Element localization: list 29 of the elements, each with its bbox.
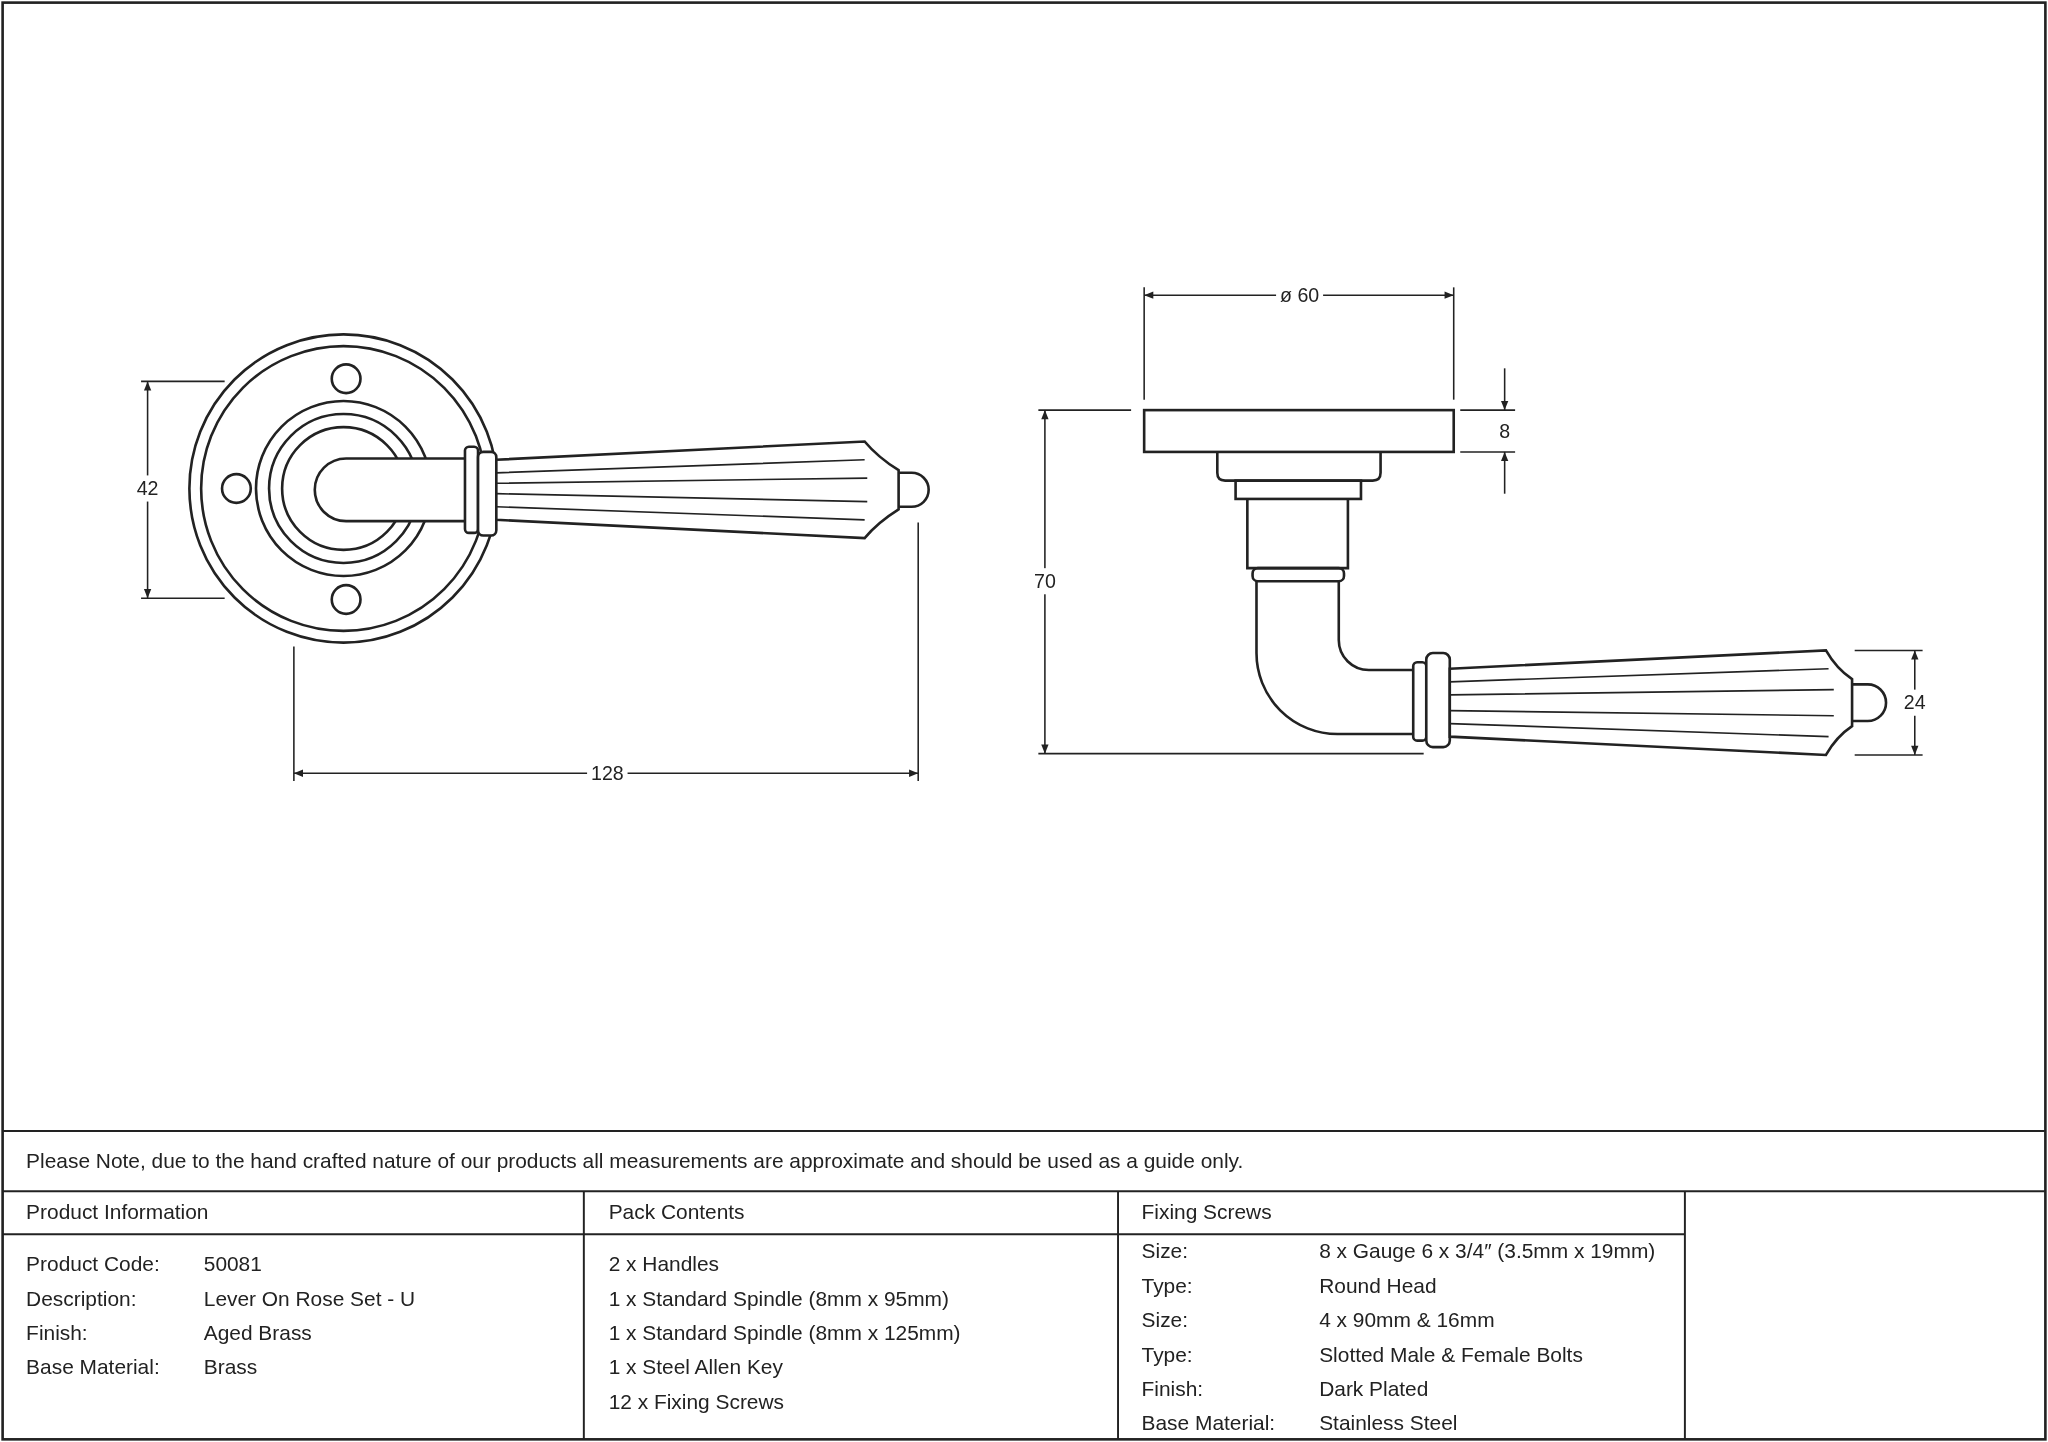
table-heading: Product Information xyxy=(26,1199,209,1225)
field-value: Round Head xyxy=(1319,1273,1437,1299)
field-value: Dark Plated xyxy=(1319,1376,1429,1403)
table-heading: Fixing Screws xyxy=(1141,1199,1272,1225)
field-value: Lever On Rose Set - U xyxy=(203,1286,416,1313)
list-item: 12 x Fixing Screws xyxy=(608,1390,784,1416)
table-heading: Pack Contents xyxy=(608,1199,745,1225)
field-label: Base Material: xyxy=(26,1354,160,1380)
field-label: Size: xyxy=(1141,1238,1188,1264)
field-value: Brass xyxy=(203,1354,258,1380)
field-label: Type: xyxy=(1141,1343,1193,1369)
field-label: Finish: xyxy=(1141,1376,1204,1403)
list-item: 1 x Steel Allen Key xyxy=(608,1354,783,1380)
field-label: Finish: xyxy=(26,1320,88,1346)
list-item: 1 x Standard Spindle (8mm x 125mm) xyxy=(608,1320,961,1346)
list-item: 2 x Handles xyxy=(608,1251,719,1277)
field-value: Slotted Male & Female Bolts xyxy=(1319,1343,1583,1369)
field-label: Description: xyxy=(26,1286,137,1313)
field-value: Aged Brass xyxy=(203,1320,312,1346)
field-label: Product Code: xyxy=(26,1251,160,1277)
field-value: 50081 xyxy=(203,1251,262,1277)
list-item: 1 x Standard Spindle (8mm x 95mm) xyxy=(608,1286,949,1313)
field-value: 4 x 90mm & 16mm xyxy=(1319,1307,1495,1333)
field-value: Stainless Steel xyxy=(1319,1410,1458,1437)
field-value: 8 x Gauge 6 x 3/4″ (3.5mm x 19mm) xyxy=(1319,1238,1656,1264)
field-label: Size: xyxy=(1141,1307,1188,1333)
field-label: Base Material: xyxy=(1141,1410,1276,1437)
note-text: Please Note, due to the hand crafted nature of our products all measurements are approximate and should be used as a guide only. xyxy=(26,1148,1244,1174)
field-label: Type: xyxy=(1141,1273,1193,1299)
